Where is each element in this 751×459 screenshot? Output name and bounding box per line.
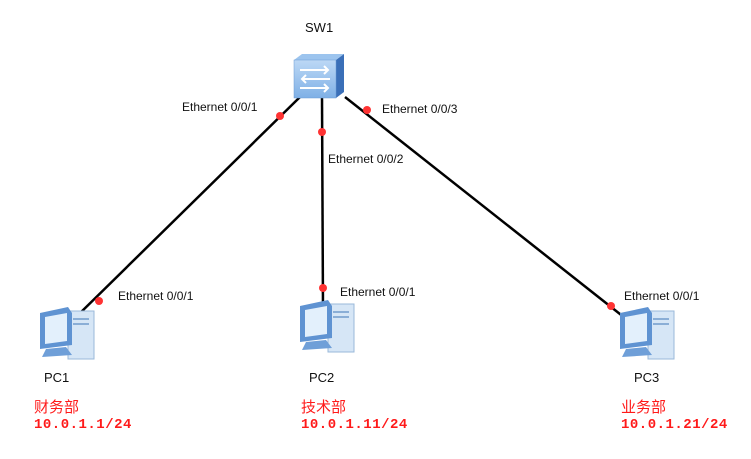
port-dot-sw1-e002 xyxy=(318,128,326,136)
pc3-dept: 业务部 xyxy=(621,398,667,416)
port-dot-pc2 xyxy=(319,284,327,292)
switch-icon[interactable] xyxy=(290,52,346,102)
pc3-port-label: Ethernet 0/0/1 xyxy=(624,289,700,303)
pc1-dept: 财务部 xyxy=(34,398,80,416)
sw1-port-label-1: Ethernet 0/0/1 xyxy=(182,100,258,114)
pc2-name: PC2 xyxy=(309,370,335,385)
link-sw1-pc3 xyxy=(344,96,626,319)
pc2-ip: 10.0.1.11/24 xyxy=(301,417,408,433)
pc2-icon[interactable] xyxy=(294,298,358,356)
pc3-icon[interactable] xyxy=(614,305,678,363)
pc1-name: PC1 xyxy=(44,370,70,385)
switch-name: SW1 xyxy=(305,20,334,35)
sw1-port-label-2: Ethernet 0/0/2 xyxy=(328,152,404,166)
pc1-port-label: Ethernet 0/0/1 xyxy=(118,289,194,303)
pc1-ip: 10.0.1.1/24 xyxy=(34,417,132,433)
port-dot-sw1-e003 xyxy=(363,106,371,114)
port-dot-sw1-e001 xyxy=(276,112,284,120)
sw1-port-label-3: Ethernet 0/0/3 xyxy=(382,102,458,116)
pc1-icon[interactable] xyxy=(34,305,98,363)
pc3-ip: 10.0.1.21/24 xyxy=(621,417,728,433)
link-sw1-pc1 xyxy=(74,96,301,319)
pc2-port-label: Ethernet 0/0/1 xyxy=(340,285,416,299)
port-dot-pc1 xyxy=(95,297,103,305)
pc2-dept: 技术部 xyxy=(301,398,347,416)
pc3-name: PC3 xyxy=(634,370,660,385)
port-dot-pc3 xyxy=(607,302,615,310)
